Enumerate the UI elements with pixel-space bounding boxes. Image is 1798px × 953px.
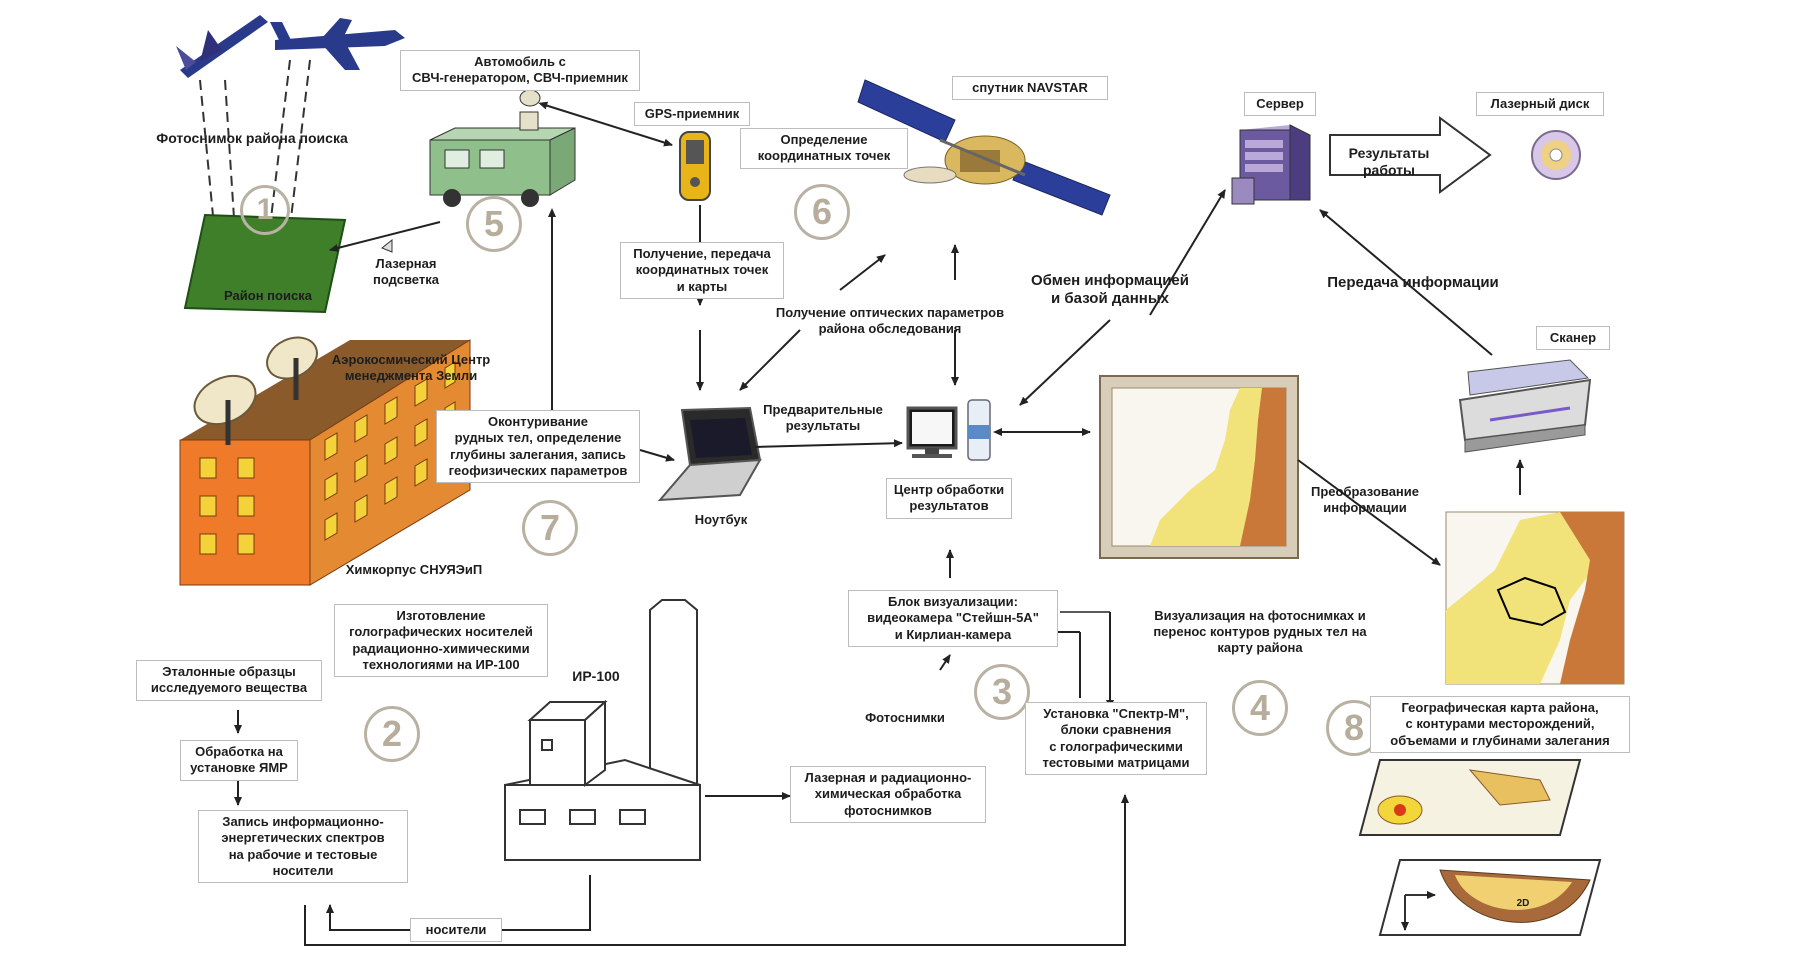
map-icon bbox=[1099, 375, 1299, 559]
geo-model-icon bbox=[1358, 759, 1602, 936]
photos-label: Фотоснимки bbox=[865, 710, 945, 725]
step-number-4: 4 bbox=[1232, 680, 1288, 736]
processing-center-label: Центр обработки результатов bbox=[886, 478, 1012, 519]
results-work-label: Результаты работы bbox=[1348, 145, 1430, 179]
laptop-icon bbox=[657, 406, 762, 502]
server-label: Сервер bbox=[1244, 92, 1316, 117]
step-number-3: 3 bbox=[974, 664, 1030, 720]
laser-light-icon bbox=[381, 238, 393, 253]
laptop-label: Ноутбук bbox=[694, 512, 748, 527]
get-coords-label: Получение, передача координатных точек и… bbox=[620, 242, 784, 299]
car-label: Автомобиль с СВЧ-генератором, СВЧ-приемн… bbox=[400, 50, 640, 91]
ir100-label: ИР-100 bbox=[572, 668, 620, 684]
scanner-icon bbox=[1458, 359, 1592, 453]
results-arrow-shape bbox=[1329, 116, 1492, 194]
laser-chem-label: Лазерная и радиационно- химическая обраб… bbox=[790, 766, 986, 823]
model-2d-label: 2D bbox=[1516, 898, 1530, 909]
transfer-label: Передача информации bbox=[1327, 274, 1499, 291]
airplane-icon bbox=[270, 18, 405, 70]
reference-samples-label: Эталонные образцы исследуемого вещества bbox=[136, 660, 322, 701]
laser-disk-label: Лазерный диск bbox=[1476, 92, 1604, 117]
computer-icon bbox=[906, 399, 991, 461]
photo-area-label: Фотоснимок района поиска bbox=[156, 130, 348, 146]
step-number-2: 2 bbox=[364, 706, 420, 762]
step-number-5: 5 bbox=[466, 196, 522, 252]
search-area-icon bbox=[183, 213, 347, 314]
prelim-results-label: Предварительные результаты bbox=[763, 402, 883, 433]
holo-carriers-label: Изготовление голографических носителей р… bbox=[334, 604, 548, 677]
step-number-7: 7 bbox=[522, 500, 578, 556]
coords-definition-label: Определение координатных точек bbox=[740, 128, 908, 169]
aero-center-label: Аэрокосмический Центр менеджмента Земли bbox=[331, 352, 491, 383]
server-icon bbox=[1231, 124, 1311, 205]
spektr-label: Установка "Спектр-М", блоки сравнения с … bbox=[1025, 702, 1207, 775]
search-area-label: Район поиска bbox=[224, 288, 312, 303]
navstar-satellite-icon bbox=[857, 79, 1111, 216]
nmr-label: Обработка на установке ЯМР bbox=[180, 740, 298, 781]
navstar-label: спутник NAVSTAR bbox=[952, 76, 1108, 101]
scanner-label: Сканер bbox=[1536, 326, 1610, 351]
chem-building-label: Химкорпус СНУЯЭиП bbox=[345, 562, 483, 577]
step-number-1: 1 bbox=[240, 185, 290, 235]
small-map-icon bbox=[1445, 511, 1625, 685]
geo-map-label: Географическая карта района, с контурами… bbox=[1370, 696, 1630, 753]
laser-disk-icon bbox=[1531, 130, 1581, 180]
gps-label: GPS-приемник bbox=[634, 102, 750, 127]
visualization-block-label: Блок визуализации: видеокамера "Стейшн-5… bbox=[848, 590, 1058, 647]
dish-antenna-icon bbox=[193, 336, 318, 445]
contouring-label: Оконтуривание рудных тел, определение гл… bbox=[436, 410, 640, 483]
gps-receiver-icon bbox=[679, 131, 711, 201]
step-number-6: 6 bbox=[794, 184, 850, 240]
carriers-label: носители bbox=[410, 918, 502, 943]
record-spectra-label: Запись информационно- энергетических спе… bbox=[198, 810, 408, 883]
optical-params-label: Получение оптических параметров района о… bbox=[775, 305, 1005, 336]
satellite-icon bbox=[176, 15, 268, 78]
visualization-photos-label: Визуализация на фотоснимках и перенос ко… bbox=[1153, 608, 1367, 655]
conversion-label: Преобразование информации bbox=[1310, 484, 1420, 515]
laser-light-label: Лазерная подсветка bbox=[373, 256, 439, 287]
exchange-label: Обмен информацией и базой данных bbox=[1031, 272, 1189, 308]
factory-icon bbox=[504, 599, 701, 861]
